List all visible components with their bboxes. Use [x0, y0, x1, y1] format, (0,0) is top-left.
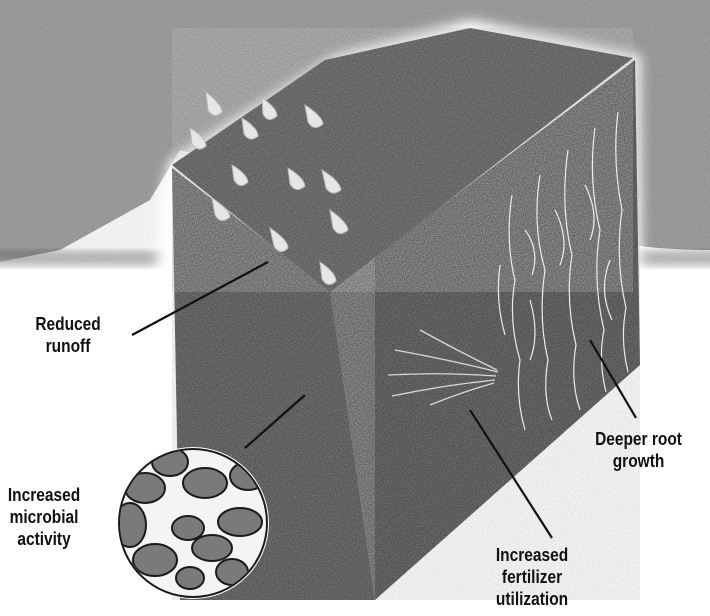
- label-line: Increased: [496, 544, 568, 566]
- label-line: Reduced: [35, 313, 100, 335]
- label-line: growth: [595, 450, 682, 472]
- label-microbial-activity: Increased microbial activity: [8, 484, 80, 550]
- label-line: microbial: [8, 506, 80, 528]
- label-fertilizer-utilization: Increased fertilizer utilization: [496, 544, 568, 610]
- label-deeper-root-growth: Deeper root growth: [595, 428, 682, 472]
- label-line: runoff: [35, 335, 100, 357]
- label-line: fertilizer: [496, 566, 568, 588]
- label-line: Deeper root: [595, 428, 682, 450]
- label-line: Increased: [8, 484, 80, 506]
- label-reduced-runoff: Reduced runoff: [35, 313, 100, 357]
- label-line: utilization: [496, 588, 568, 610]
- label-line: activity: [8, 528, 80, 550]
